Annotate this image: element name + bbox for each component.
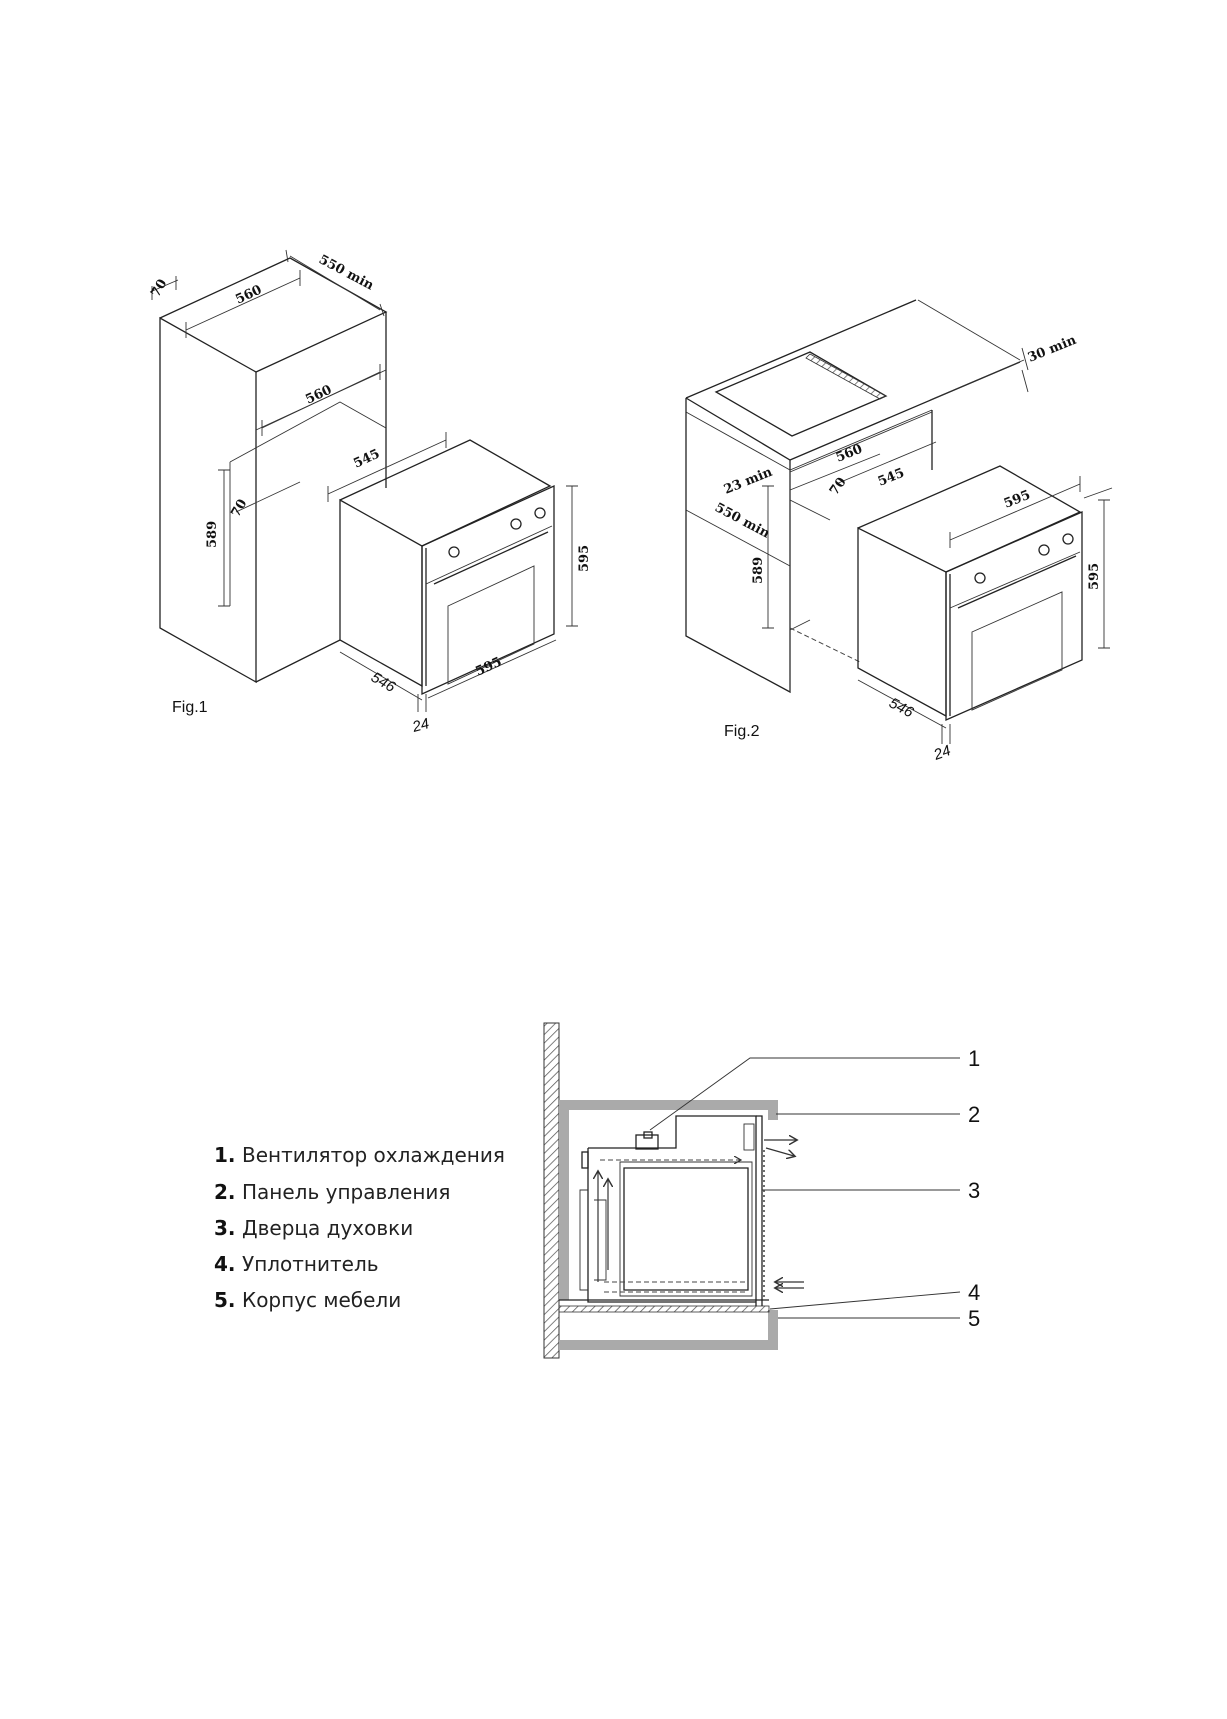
fig2-dim-546: 546 xyxy=(886,695,917,722)
fig2-dim-30min: 30 min xyxy=(1026,333,1079,366)
fig1-label: Fig.1 xyxy=(172,699,208,716)
callout-5: 5 xyxy=(968,1306,980,1331)
ventilation-diagram: 1 2 3 4 5 xyxy=(544,1023,980,1358)
fig1-drawing: 70 560 550 min 560 545 589 70 595 546 59… xyxy=(148,250,592,736)
legend: 1. Вентилятор охлаждения 2. Панель управ… xyxy=(214,1143,505,1312)
fig2-dim-70: 70 xyxy=(827,475,850,498)
fig2-dim-595-h: 595 xyxy=(1087,563,1102,590)
fig2-dim-589: 589 xyxy=(751,557,766,584)
fig1-dim-589: 589 xyxy=(205,521,220,548)
fig2-dim-595-w: 595 xyxy=(1002,488,1033,512)
callout-1: 1 xyxy=(968,1046,980,1071)
legend-text-2: Панель управления xyxy=(242,1180,450,1204)
fig1-dim-595-w: 595 xyxy=(473,655,504,680)
legend-num-2: 2. xyxy=(214,1180,236,1204)
fig1-dim-546: 546 xyxy=(368,669,399,697)
callout-3: 3 xyxy=(968,1178,980,1203)
fig1-dim-545: 545 xyxy=(351,447,382,472)
callout-4: 4 xyxy=(968,1280,980,1305)
legend-text-4: Уплотнитель xyxy=(242,1252,379,1276)
fig1-dim-560-top: 560 xyxy=(233,283,264,308)
fig1-dim-70-side: 70 xyxy=(228,497,250,520)
legend-text-3: Дверца духовки xyxy=(242,1216,413,1240)
legend-num-4: 4. xyxy=(214,1252,236,1276)
callout-2: 2 xyxy=(968,1102,980,1127)
fig2-label: Fig.2 xyxy=(724,723,760,740)
fig2-dim-550min: 550 min xyxy=(712,500,772,542)
fig2-dim-24: 24 xyxy=(931,742,953,764)
legend-num-3: 3. xyxy=(214,1216,236,1240)
fig1-dim-24: 24 xyxy=(410,715,431,736)
fig2-drawing: 30 min 23 min 560 550 min 70 545 595 589… xyxy=(686,300,1112,764)
fig2-dim-23min: 23 min xyxy=(722,465,775,498)
fig1-dim-595-h: 595 xyxy=(577,545,592,572)
legend-num-1: 1. xyxy=(214,1143,236,1167)
fig2-dim-545: 545 xyxy=(876,466,907,490)
fig1-dim-560-mid: 560 xyxy=(303,383,334,408)
legend-text-5: Корпус мебели xyxy=(242,1288,401,1312)
legend-text-1: Вентилятор охлаждения xyxy=(242,1143,505,1167)
fig1-dim-550min: 550 min xyxy=(316,252,376,294)
legend-num-5: 5. xyxy=(214,1288,236,1312)
